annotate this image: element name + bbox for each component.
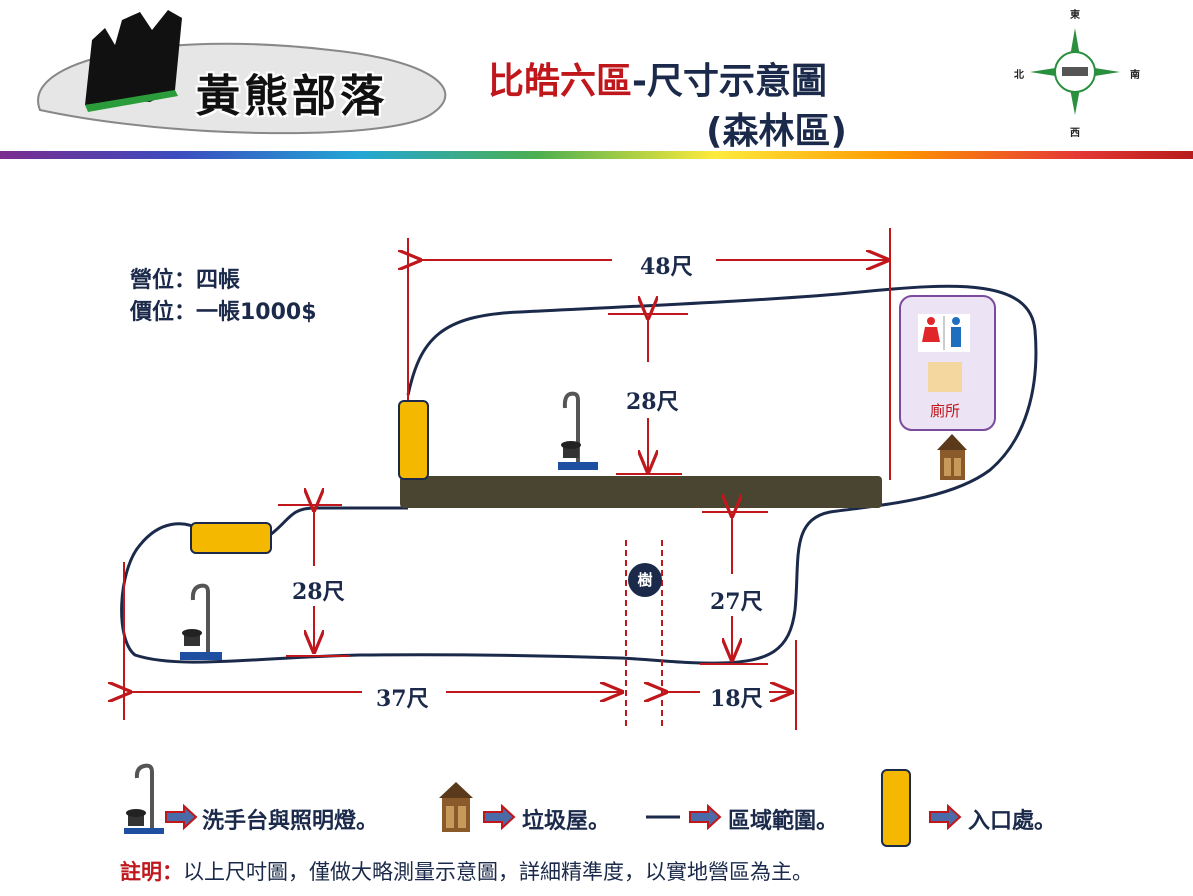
title-suffix: -尺寸示意圖 <box>632 61 827 102</box>
tree-icon <box>628 563 662 597</box>
legend-boundary-label: 區域範圍。 <box>728 809 839 834</box>
dim-bottom-left-width: 37尺 <box>370 681 435 713</box>
footnote-label: 註明： <box>120 860 183 884</box>
footnote-text: 以上尺吋圖，僅做大略測量示意圖，詳細精準度，以實地營區為主。 <box>183 860 813 884</box>
page-subtitle: (森林區) <box>706 111 847 152</box>
trash-house-icon <box>937 434 967 480</box>
site-price: 價位：一帳1000$ <box>130 300 317 325</box>
compass-west: 西 <box>1070 128 1080 139</box>
toilet-label: 廁所 <box>930 402 961 420</box>
rainbow-divider <box>0 151 1193 159</box>
title-area-name: 比皓六區 <box>488 61 633 102</box>
tree-label: 樹 <box>637 571 653 589</box>
site-count: 營位：四帳 <box>130 268 241 293</box>
compass-icon <box>1030 28 1120 115</box>
dim-right-height: 27尺 <box>704 584 769 616</box>
dim-upper-height: 28尺 <box>620 384 685 416</box>
page-title: 比皓六區-尺寸示意圖 <box>488 52 827 104</box>
legend-trash-icon <box>439 782 473 832</box>
platform-bar <box>400 476 882 508</box>
logo-text: 黃熊部落 <box>196 71 388 122</box>
dim-left-height: 28尺 <box>286 574 351 606</box>
logo-graphic <box>37 10 1120 135</box>
legend-entrance-label: 入口處。 <box>968 809 1057 834</box>
entrance-upper <box>398 400 429 480</box>
toilet-icon <box>899 295 996 431</box>
legend-trash-label: 垃圾屋。 <box>522 809 611 834</box>
header: 黃熊部落 比皓六區-尺寸示意圖 (森林區) 東 西 北 南 <box>0 0 1193 160</box>
dim-bottom-right-width: 18尺 <box>704 681 769 713</box>
compass-south: 南 <box>1130 70 1140 81</box>
footnote: 註明：以上尺吋圖，僅做大略測量示意圖，詳細精準度，以實地營區為主。 <box>120 856 813 886</box>
dim-top-width: 48尺 <box>634 249 699 281</box>
compass-north: 北 <box>1014 70 1024 81</box>
area-boundary <box>120 284 1038 665</box>
legend-arrows <box>165 803 962 831</box>
legend-lamp-icon <box>124 763 164 834</box>
legend-lamp-label: 洗手台與照明燈。 <box>202 809 379 834</box>
entrance-left <box>190 522 272 554</box>
legend-entrance-icon <box>881 769 911 847</box>
lamp-icon-left <box>180 583 222 660</box>
compass-east: 東 <box>1070 10 1080 21</box>
lamp-icon-upper <box>558 391 598 470</box>
